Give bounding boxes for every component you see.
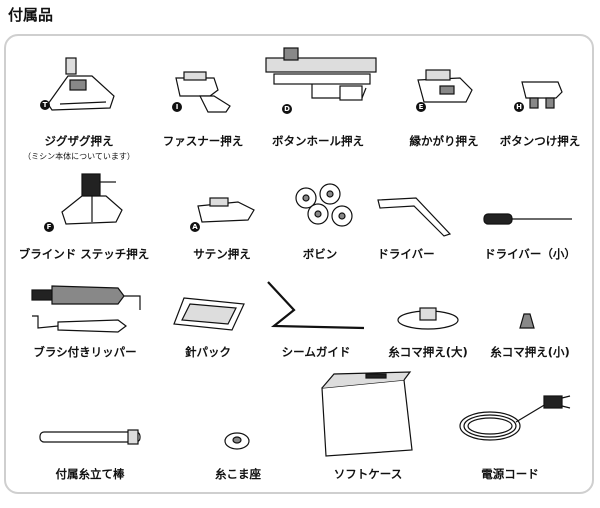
label-overcast-foot: 縁かがり押え	[409, 134, 479, 148]
label-blind-stitch-foot: ブラインド ステッチ押え	[18, 247, 150, 261]
label-felt: 糸こま座	[215, 467, 261, 481]
label-seam-guide: シームガイド	[281, 345, 351, 359]
label-satin-foot: サテン押え	[193, 247, 251, 261]
badge-d: D	[282, 104, 292, 114]
label-button-foot: ボタンつけ押え	[499, 134, 581, 148]
sub-zigzag-foot: （ミシン本体についています）	[23, 152, 135, 161]
label-buttonhole-foot: ボタンホール押え	[272, 134, 364, 148]
badge-t: T	[40, 100, 50, 110]
buttonhole-foot-illustration	[265, 47, 377, 101]
small-driver-illustration	[483, 213, 572, 225]
label-driver: ドライバー	[377, 247, 435, 261]
label-spool-cap-large: 糸コマ押え(大)	[388, 345, 468, 359]
spool-cap-small-illustration	[519, 313, 535, 329]
spool-pin-illustration	[39, 429, 141, 445]
satin-foot-illustration	[197, 197, 255, 223]
seam-guide-illustration	[267, 281, 365, 330]
spool-cap-large-illustration	[397, 307, 459, 330]
badge-i: I	[172, 102, 182, 112]
label-spool-pin: 付属糸立て棒	[55, 467, 125, 481]
label-bobbin: ボビン	[302, 247, 338, 261]
brush-ripper-illustration	[31, 285, 141, 333]
badge-f: F	[44, 222, 54, 232]
page-title: 付属品	[8, 6, 54, 24]
l-driver-illustration	[377, 197, 452, 237]
accessories-frame	[4, 34, 594, 494]
power-cord-illustration	[459, 395, 571, 441]
label-zipper-foot: ファスナー押え	[162, 134, 244, 148]
label-brush-ripper: ブラシ付きリッパー	[33, 345, 137, 359]
badge-a: A	[190, 222, 200, 232]
badge-e: E	[416, 102, 426, 112]
label-needle-pack: 針パック	[185, 345, 231, 359]
zigzag-foot-illustration	[47, 57, 115, 111]
felt-illustration	[224, 432, 250, 450]
overcast-foot-illustration	[417, 69, 473, 103]
bobbin-illustration	[295, 183, 353, 227]
label-zigzag-foot: ジグザグ押え	[44, 134, 114, 148]
label-driver-small: ドライバー（小）	[484, 247, 576, 261]
soft-case-illustration	[321, 371, 413, 457]
blind-stitch-foot-illustration	[61, 173, 123, 225]
badge-h: H	[514, 102, 524, 112]
label-power-cord: 電源コード	[481, 467, 539, 481]
label-soft-case: ソフトケース	[333, 467, 403, 481]
button-foot-illustration	[521, 81, 563, 109]
zipper-foot-illustration	[175, 71, 231, 113]
label-spool-cap-small: 糸コマ押え(小)	[490, 345, 570, 359]
needle-pack-illustration	[173, 297, 245, 331]
